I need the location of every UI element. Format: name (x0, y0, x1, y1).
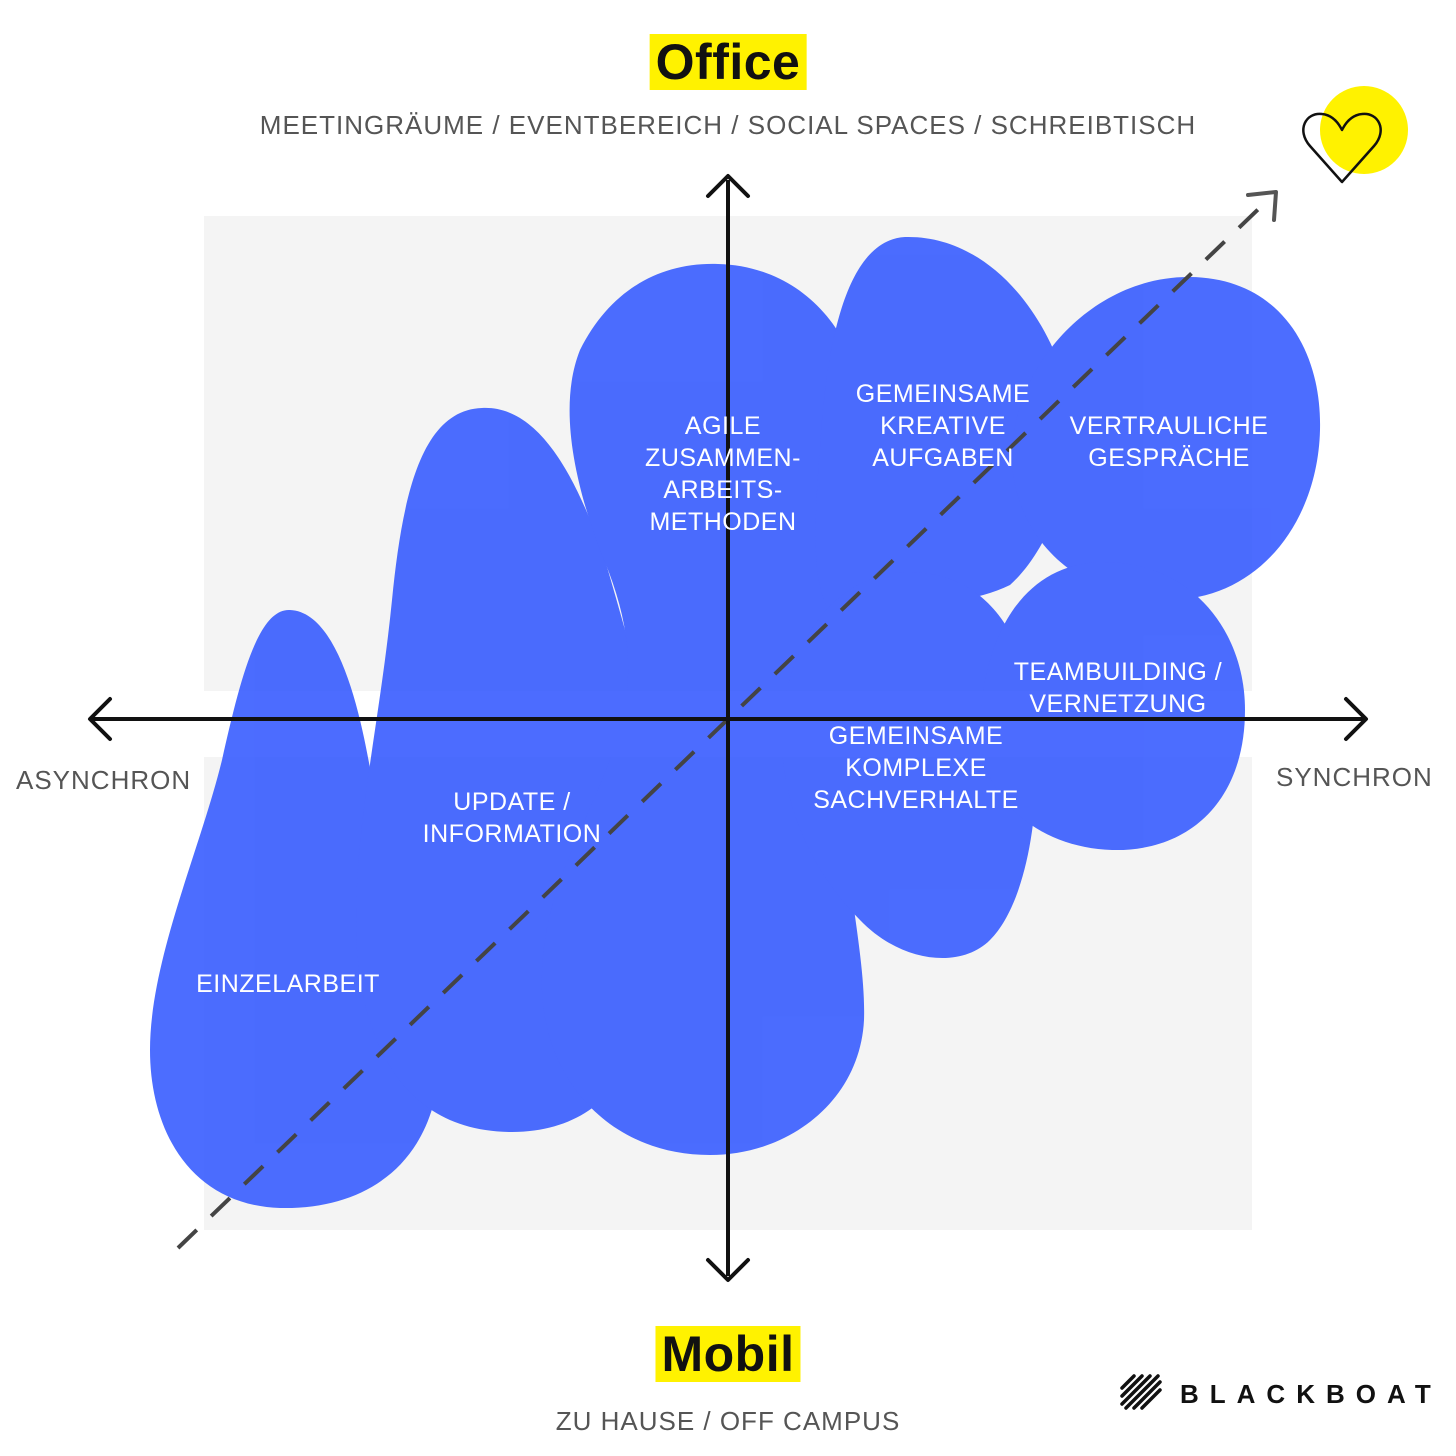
blob-einzelarbeit (150, 609, 441, 1209)
brand-name: BLACKBOAT (1180, 1378, 1442, 1409)
blob-label-update: UPDATE / INFORMATION (422, 788, 602, 848)
heart-icon (1302, 112, 1382, 184)
office-title: Office (649, 34, 807, 90)
brand: BLACKBOAT (1120, 1372, 1442, 1416)
asynchron-label: ASYNCHRON (16, 765, 192, 795)
blob-label-agile: AGILE ZUSAMMEN- ARBEITS- METHODEN (645, 412, 801, 536)
blob-label-teambuilding: TEAMBUILDING / VERNETZUNG (1013, 658, 1223, 718)
blob-vertrauliche (1011, 276, 1321, 600)
diagonal-dashed-line (176, 194, 1274, 1250)
blackboat-logo-icon (1120, 1374, 1162, 1410)
mobil-subtitle: ZU HAUSE / OFF CAMPUS (555, 1406, 901, 1436)
horizontal-axis-arrow-right (1344, 697, 1368, 741)
blob-label-vertrauliche: VERTRAULICHE GESPRÄCHE (1069, 412, 1269, 472)
blob-label-komplexe: GEMEINSAME KOMPLEXE SACHVERHALTE (813, 722, 1019, 814)
blob-kreative (815, 236, 1072, 606)
blob-agile (541, 263, 867, 1155)
blob-label-einzelarbeit: EINZELARBEIT (196, 970, 380, 998)
synchron-label: SYNCHRON (1276, 762, 1433, 792)
blob-komplexe (781, 571, 1037, 959)
yellow-circle (1320, 86, 1408, 174)
blob-teambuilding (980, 561, 1245, 851)
blob-label-kreative: GEMEINSAME KREATIVE AUFGABEN (855, 380, 1031, 472)
vertical-axis-arrow-bottom (706, 1258, 750, 1282)
office-subtitle: MEETINGRÄUME / EVENTBEREICH / SOCIAL SPA… (259, 110, 1197, 140)
diagonal-arrowhead (1246, 190, 1278, 222)
vertical-axis-arrow-top (706, 174, 750, 198)
horizontal-axis-arrow-left (88, 697, 112, 741)
mobil-title: Mobil (655, 1326, 801, 1382)
